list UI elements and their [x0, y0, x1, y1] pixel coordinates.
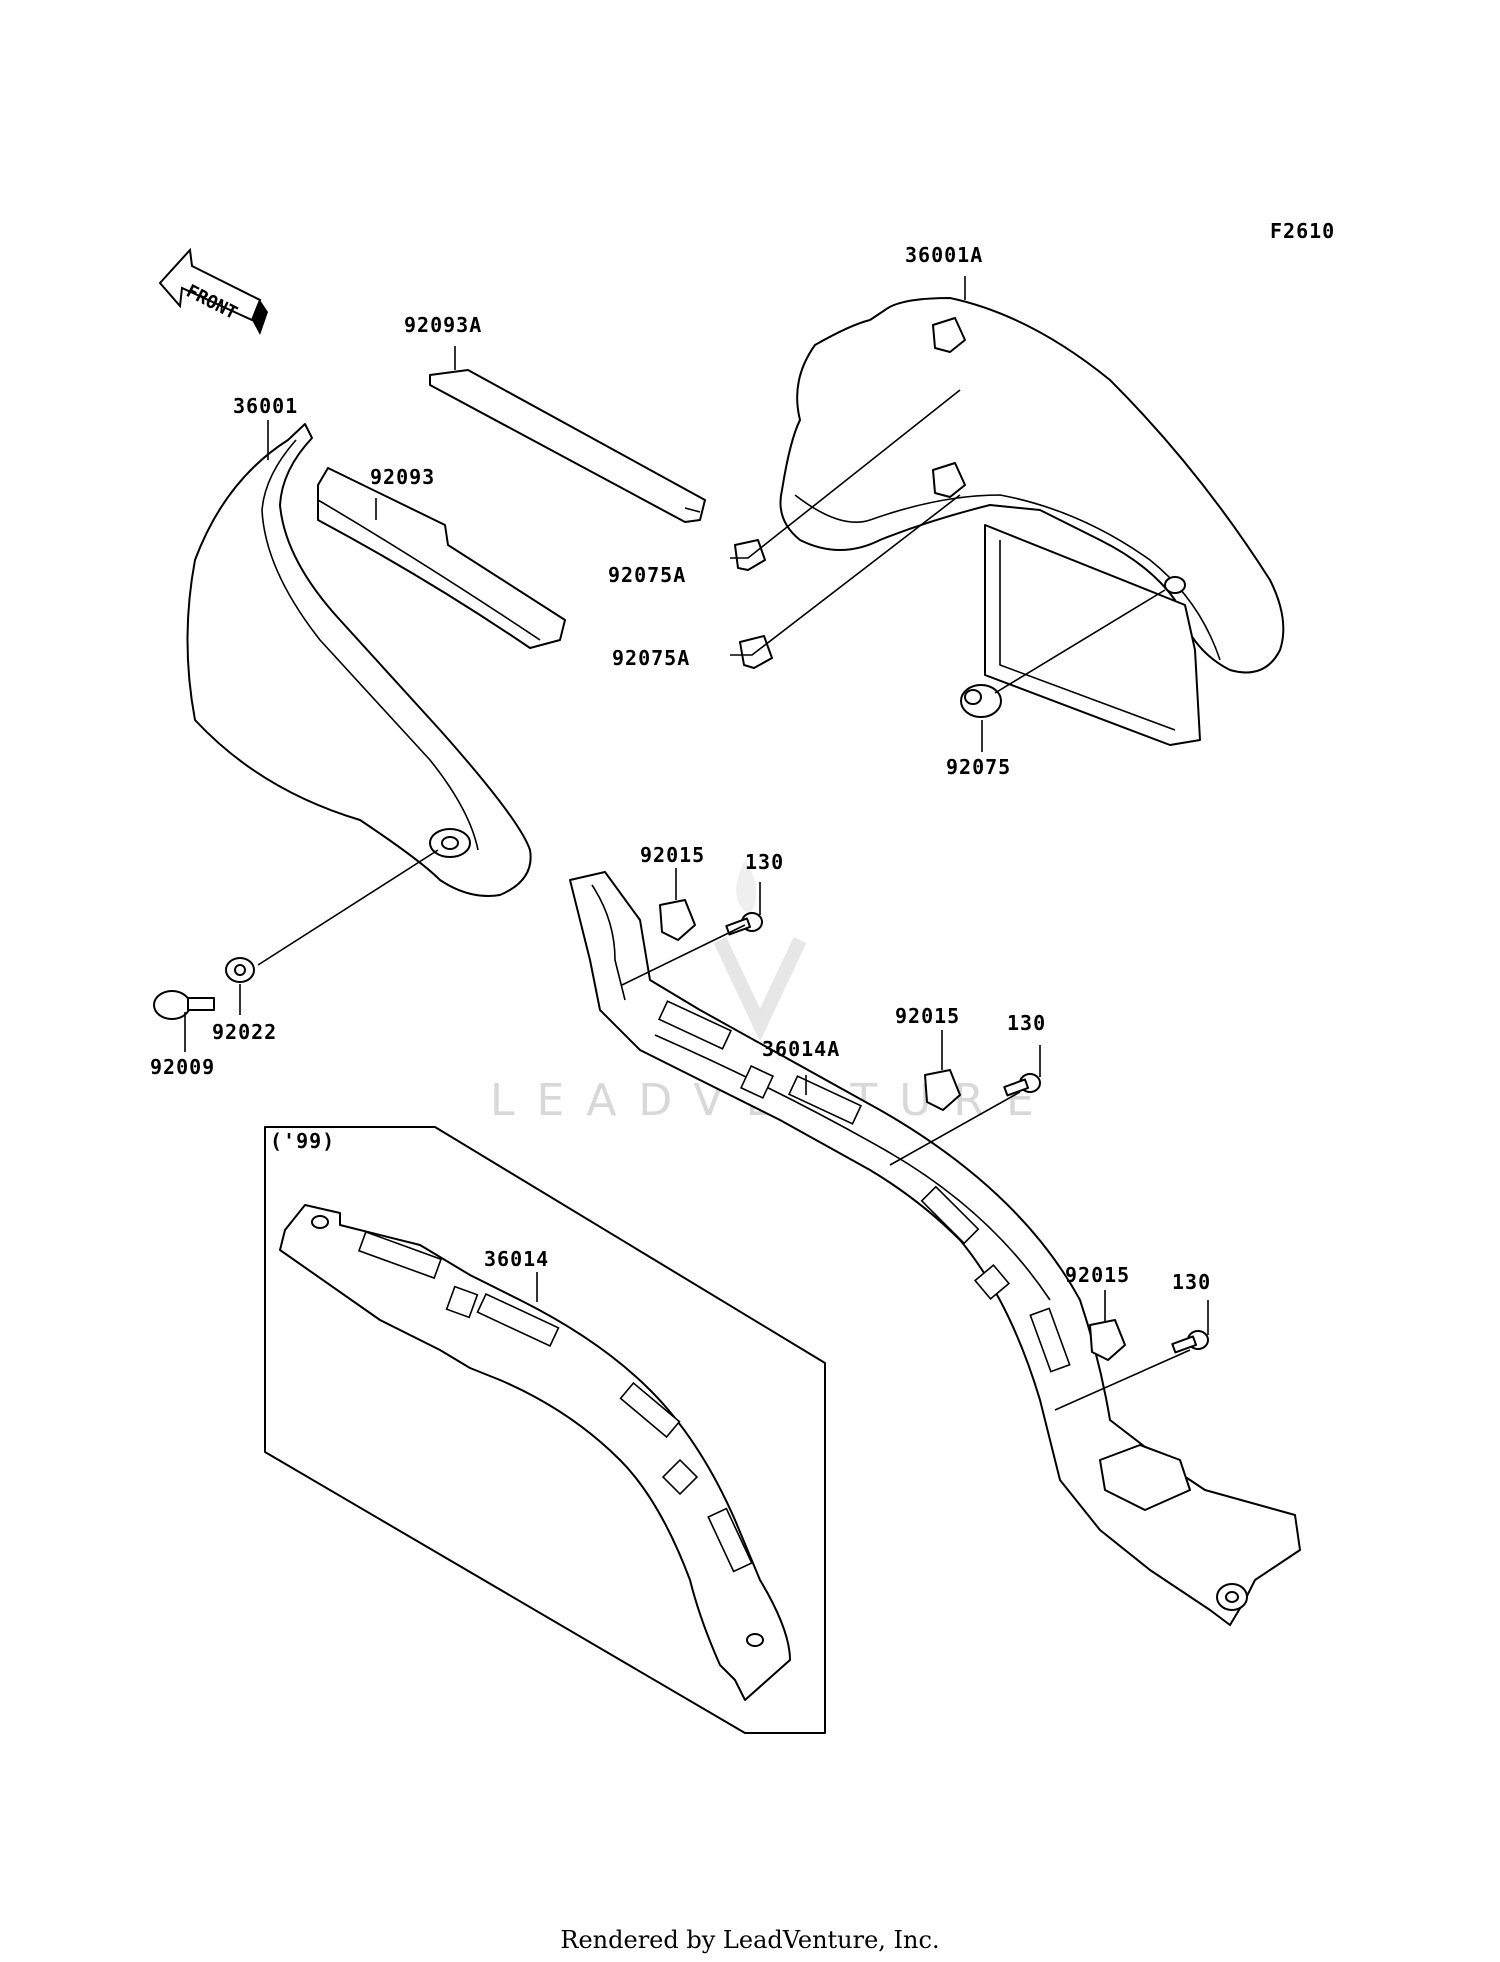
- bolt-92009: [153, 990, 215, 1020]
- label-36001: 36001: [233, 394, 298, 418]
- label-130-3: 130: [1172, 1270, 1211, 1294]
- label-92009: 92009: [150, 1055, 215, 1079]
- nut-92015-2: [924, 1069, 961, 1111]
- side-cover-right: [779, 297, 1285, 746]
- figure-code: F2610: [1270, 219, 1335, 243]
- watermark-logo: [713, 860, 807, 1042]
- label-92093A: 92093A: [404, 313, 482, 337]
- trim-strip-92093: [317, 467, 566, 649]
- label-36001A: 36001A: [905, 243, 983, 267]
- leader-lines: [184, 276, 1209, 1411]
- label-92015-3: 92015: [1065, 1263, 1130, 1287]
- trim-strip-92093A: [429, 369, 706, 523]
- washer-92022: [225, 957, 255, 983]
- bolt-130-2: [1003, 1073, 1041, 1097]
- label-92075: 92075: [946, 755, 1011, 779]
- label-92022: 92022: [212, 1020, 277, 1044]
- front-arrow-icon: FRONT: [158, 247, 268, 335]
- bolt-130-3: [1171, 1330, 1209, 1354]
- footer-credit: Rendered by LeadVenture, Inc.: [560, 1926, 940, 1954]
- label-36014A: 36014A: [762, 1037, 840, 1061]
- nut-92015-1: [659, 899, 696, 941]
- grommet-92075: [960, 684, 1002, 718]
- label-92015-2: 92015: [895, 1004, 960, 1028]
- clip-92075A-1: [734, 539, 766, 571]
- label-130-1: 130: [745, 850, 784, 874]
- bracket-36014: [279, 1204, 791, 1701]
- variant-label: ('99): [270, 1129, 335, 1153]
- bracket-36014A: [569, 871, 1301, 1626]
- label-130-2: 130: [1007, 1011, 1046, 1035]
- side-cover-left: [186, 423, 532, 897]
- label-36014: 36014: [484, 1247, 549, 1271]
- label-92093: 92093: [370, 465, 435, 489]
- label-92075A-2: 92075A: [612, 646, 690, 670]
- nut-92015-3: [1089, 1319, 1126, 1361]
- label-92015-1: 92015: [640, 843, 705, 867]
- label-92075A-1: 92075A: [608, 563, 686, 587]
